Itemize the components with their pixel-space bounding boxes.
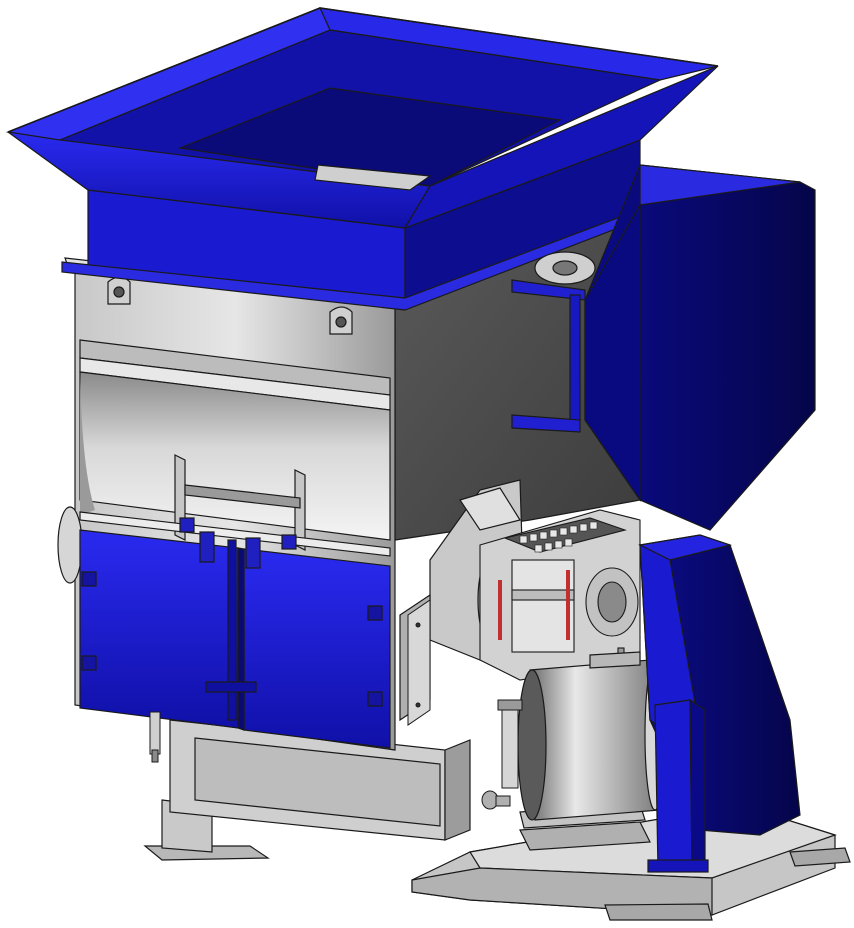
lifting-lug-right	[329, 306, 353, 335]
motor-tension-cylinder	[481, 699, 523, 810]
upper-belt-guard	[584, 164, 816, 531]
lower-hydraulic-cylinder	[149, 711, 161, 763]
gearbox	[479, 509, 641, 681]
feed-hopper	[5, 7, 719, 311]
lifting-lug-left	[107, 276, 131, 305]
upper-bearing-bracket	[511, 251, 596, 433]
front-access-doors	[79, 517, 391, 749]
side-bolt-plate	[407, 599, 431, 726]
left-bearing-cap	[57, 506, 83, 584]
lower-belt-guard	[638, 534, 801, 873]
drive-motor	[517, 651, 666, 821]
